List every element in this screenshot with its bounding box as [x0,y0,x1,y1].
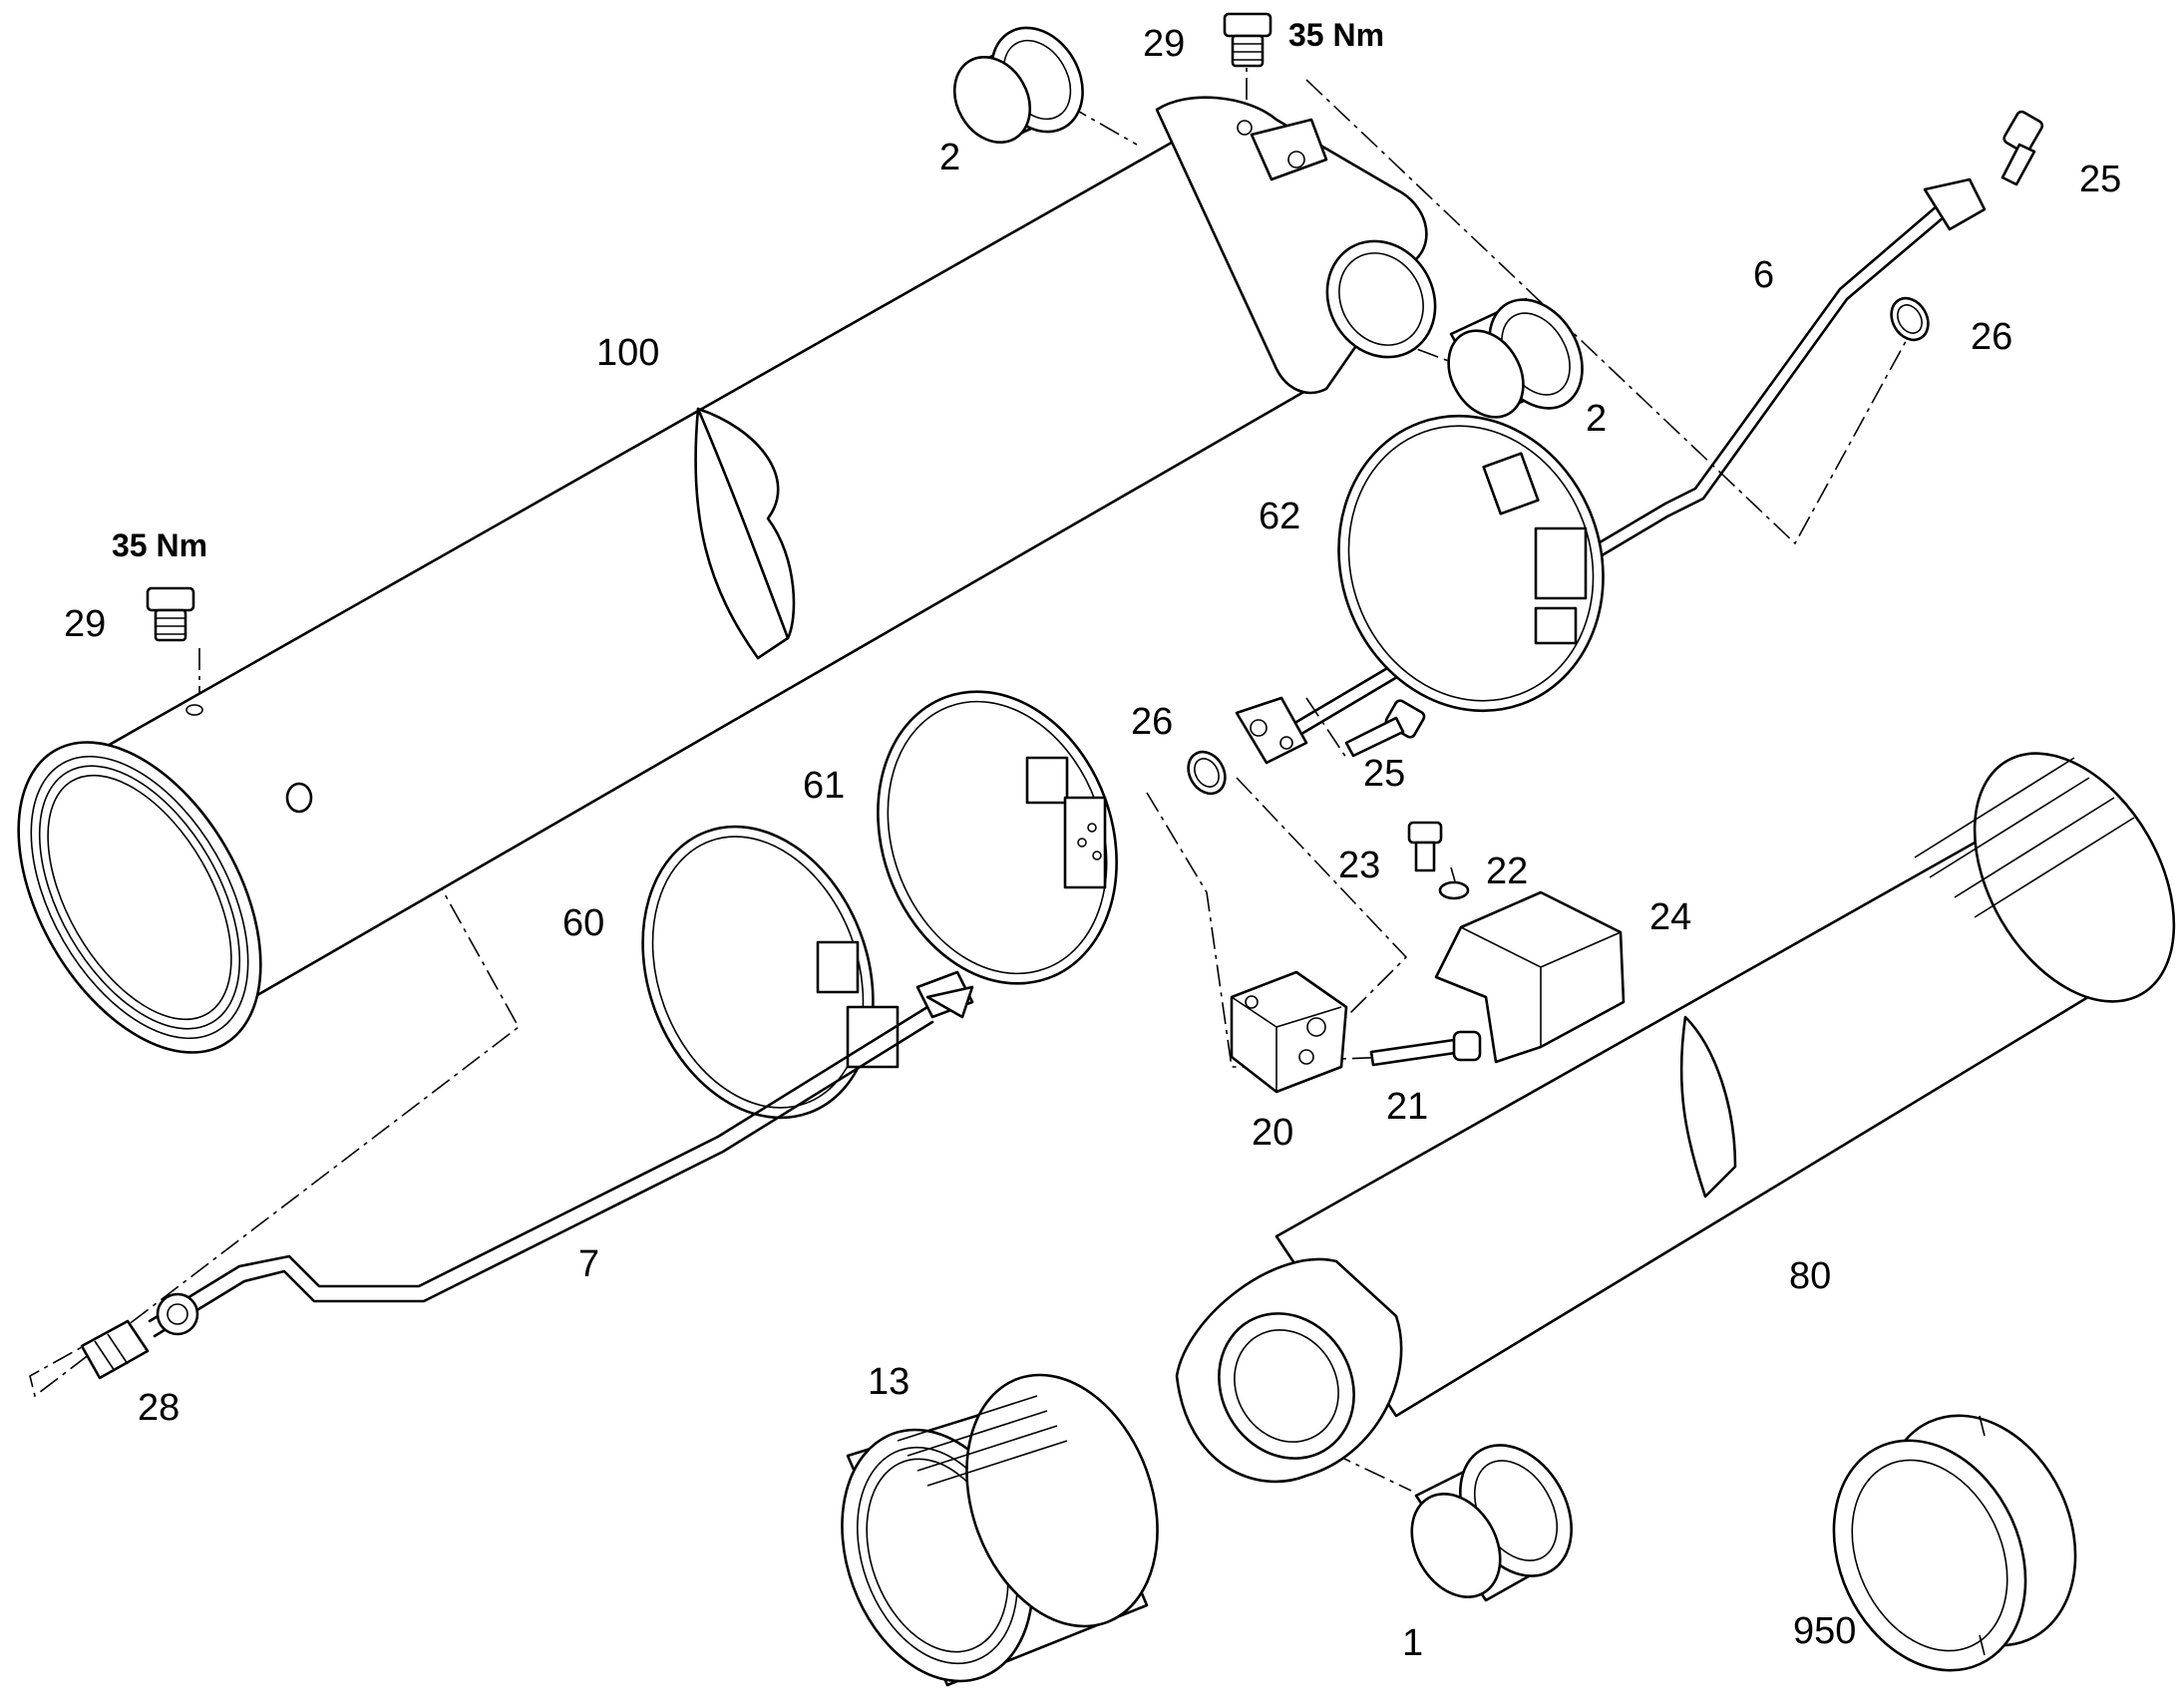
part-13-gland [841,1373,1159,1687]
callout-25-bottom: 25 [1363,753,1405,795]
callout-2-top: 2 [939,137,960,178]
part-25-bolt-top [2000,110,2044,186]
callout-61: 61 [803,765,845,807]
part-22-washer [1438,880,1470,900]
part-24-guard [1434,890,1626,1064]
callout-2-right: 2 [1586,398,1607,440]
callout-21: 21 [1386,1086,1428,1128]
part-100-cylinder-barrel [17,96,1437,1054]
part-29-plug-left [146,586,195,642]
callout-20: 20 [1252,1112,1293,1154]
callout-22: 22 [1486,851,1528,892]
callout-100: 100 [596,332,659,374]
callout-23: 23 [1338,845,1380,886]
callout-25-top: 25 [2079,159,2121,200]
callout-7: 7 [578,1243,599,1285]
part-950-seal [1832,1414,2077,1672]
callout-80: 80 [1789,1255,1831,1297]
callout-62: 62 [1259,496,1300,537]
part-80-piston-rod [1175,752,2176,1484]
callout-29-top: 29 [1143,23,1185,65]
part-29-plug-top [1223,12,1272,68]
callout-6: 6 [1753,254,1774,296]
callout-26-right: 26 [1971,316,2012,358]
part-25-bolt-bottom [1344,699,1426,758]
callout-28: 28 [138,1387,180,1429]
part-1-bushing [1410,1444,1573,1602]
part-61-clamp [877,690,1118,985]
callout-60: 60 [562,902,604,944]
part-62-clamp [1337,414,1605,713]
callout-24: 24 [1649,896,1691,938]
part-60-clamp [641,825,900,1120]
callout-950: 950 [1793,1610,1856,1652]
callout-29-left: 29 [64,603,106,645]
part-28-fitting [80,1319,150,1380]
part-2-bushing-top [952,26,1084,145]
callout-labels: 100 2 2 29 29 25 25 26 26 6 62 61 60 23 … [64,17,2121,1664]
part-26-oring-right [1890,296,1930,342]
part-2-bushing-right [1447,297,1584,419]
torque-label-left: 35 Nm [112,527,207,563]
callout-13: 13 [868,1361,909,1403]
part-7-tube [148,970,974,1338]
callout-26-left: 26 [1131,701,1173,743]
part-26-oring-left [1187,750,1227,796]
callout-1: 1 [1402,1622,1423,1664]
part-21-bolt [1369,1030,1482,1067]
torque-label-top: 35 Nm [1288,17,1384,53]
part-23-screw [1407,821,1443,872]
part-20-valve-block [1230,970,1348,1094]
